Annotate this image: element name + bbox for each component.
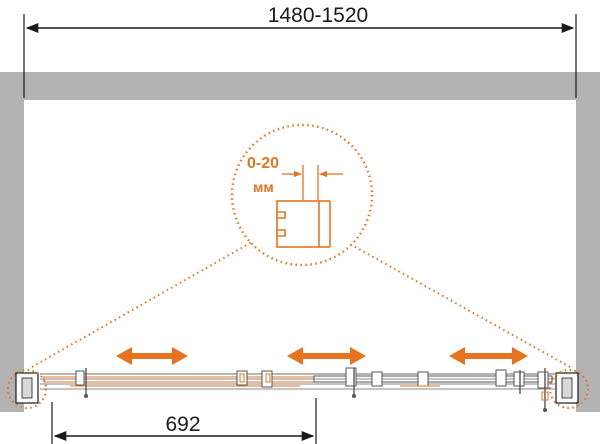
double-headed-arrow-icon (116, 347, 188, 365)
wall-profile-icon (276, 200, 331, 248)
door-width-dimension: 692 (51, 398, 317, 444)
sliding-arrows (116, 347, 528, 365)
detail-connectors (31, 241, 571, 368)
end-detail-markers (6, 368, 590, 410)
total-width-dimension: 1480-1520 (23, 2, 577, 98)
total-width-label: 1480-1520 (268, 4, 368, 27)
double-headed-arrow-icon (287, 347, 366, 365)
detail-magnifier: 0-20 мм (230, 123, 374, 267)
unit-label: мм (253, 179, 274, 195)
double-headed-arrow-icon (449, 347, 528, 365)
door-width-label: 692 (165, 413, 200, 436)
adjust-range-label: 0-20 (247, 155, 279, 172)
door-profile-assembly (15, 367, 579, 412)
